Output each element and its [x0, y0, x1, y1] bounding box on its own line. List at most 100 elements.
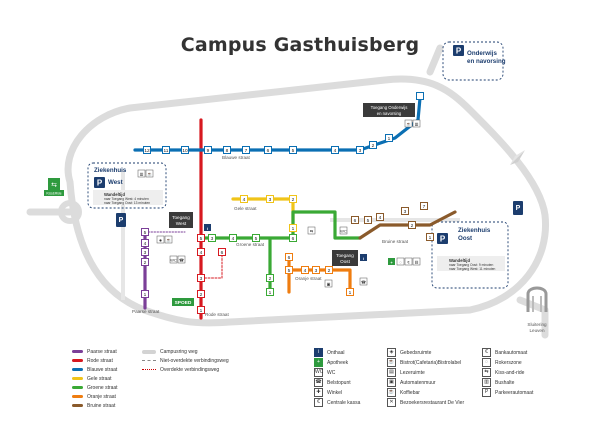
svg-text:▥: ▥ [140, 172, 144, 177]
legend-facility-icon: ✕ [387, 398, 396, 407]
station-bruin-3: 3 [401, 207, 409, 215]
svg-text:1: 1 [269, 290, 272, 296]
station-bruin-5: 5 [364, 216, 372, 224]
legend-facility-icon: P [482, 388, 491, 397]
legend-label: Bezoekersrestaurant De Vier [400, 399, 465, 406]
station-bruin-7: 7 [420, 202, 428, 210]
svg-text:6: 6 [267, 148, 270, 154]
legend-swatch [72, 377, 83, 381]
legend-facility: ◈Gebedsruimte [387, 348, 431, 357]
legend-facility-icon: ▤ [387, 368, 396, 377]
legend-facility-icon: ✚ [314, 388, 323, 397]
station-oranje-4: 4 [301, 266, 309, 274]
svg-text:☎: ☎ [179, 258, 184, 263]
street-label-bruin: Bruine straat [382, 239, 409, 244]
legend-swatch [72, 395, 83, 399]
station-geel-1: 1 [289, 224, 297, 232]
onderwijs-label: Onderwijs [467, 50, 497, 57]
svg-text:6: 6 [221, 250, 224, 256]
legend-path-swatch [142, 349, 156, 354]
station-blauw-5: 5 [289, 146, 297, 154]
legend-swatch [72, 386, 83, 390]
svg-text:4: 4 [144, 241, 147, 247]
legend-line-groen: Groene straat [72, 384, 118, 392]
station-geel-3: 3 [266, 195, 274, 203]
line-rood-branch [200, 251, 223, 279]
svg-text:+: + [390, 260, 393, 265]
station-paars-1: 1 [141, 290, 149, 298]
legend-label: WC [327, 369, 336, 376]
legend-path-swatch [142, 369, 156, 371]
svg-text:2: 2 [372, 143, 375, 149]
svg-text:5: 5 [288, 268, 291, 274]
legend-facility-icon: € [482, 348, 491, 357]
station-blauw-8: 8 [223, 146, 231, 154]
exit-label-2: Leuven [529, 328, 545, 333]
zone-onderwijs [442, 41, 504, 81]
legend-label: Paarse straat [87, 349, 117, 355]
legend-facility-icon: + [314, 358, 323, 367]
legend-label: Centrale kassa [327, 399, 361, 406]
svg-text:Toegang Onderwijs: Toegang Onderwijs [371, 105, 408, 110]
legend-label: Bankautomaat [495, 349, 528, 356]
street-label-paars: Paarse straat [132, 309, 160, 314]
legend-facility: €Centrale kassa [314, 398, 361, 407]
legend-label: Rokerszone [495, 359, 522, 366]
legend-facility-icon: ☕ [387, 358, 396, 367]
station-oranje-3: 3 [312, 266, 320, 274]
svg-text:WC: WC [340, 229, 347, 234]
street-label-oranje: Oranje straat [295, 276, 322, 281]
station-bruin-1: 1 [426, 233, 434, 241]
svg-text:P: P [456, 47, 462, 56]
station-blauw-1: 1 [385, 134, 393, 142]
svg-text:P: P [119, 217, 124, 224]
svg-text:3: 3 [211, 236, 214, 242]
svg-text:naar Toegang Oost: 13 minuten: naar Toegang Oost: 13 minuten [104, 201, 150, 205]
svg-text:4: 4 [334, 148, 337, 154]
legend-label: Campusring weg [160, 349, 198, 355]
parking-sign-oost: P [437, 233, 448, 244]
svg-text:3: 3 [200, 276, 203, 282]
legend-facility-icon: ☎ [314, 378, 323, 387]
svg-text:naar Toegang West: 4 minuten: naar Toegang West: 4 minuten [104, 197, 149, 201]
station-bruin-2: 2 [408, 221, 416, 229]
legend-facility-icon: ▥ [482, 378, 491, 387]
station-blauw-7: 7 [242, 146, 250, 154]
svg-text:1: 1 [144, 292, 147, 298]
kiss-ride-sign: ⇆ Kiss&Ride [44, 178, 64, 196]
legend-swatch [72, 404, 83, 408]
station-blauw-10: 10 [181, 146, 189, 154]
legend-line-paars: Paarse straat [72, 348, 117, 356]
svg-text:⇆: ⇆ [310, 229, 314, 234]
legend-facility-icon: i [314, 348, 323, 357]
legend-swatch [72, 359, 83, 363]
station-paars-5: 5 [141, 228, 149, 236]
station-blauw-12: 12 [143, 146, 151, 154]
street-label-rood: Rode straat [205, 312, 229, 317]
legend-facility-icon: WC [314, 368, 324, 377]
station-blauw-2: 2 [369, 141, 377, 149]
legend-facility-icon: ◈ [387, 348, 396, 357]
svg-text:3: 3 [315, 268, 318, 274]
legend-path-0: Campusring weg [142, 348, 198, 356]
station-groen-6: 6 [289, 234, 297, 242]
svg-text:3: 3 [269, 197, 272, 203]
legend-label: Overdekte verbindingsweg [160, 367, 220, 373]
roundabout-west [58, 200, 82, 224]
legend-label: Automatenmuur [400, 379, 436, 386]
exit-label: Sluitering [527, 322, 547, 327]
svg-text:€: € [407, 260, 410, 265]
legend-facility-icon: ▣ [387, 378, 396, 387]
map-title: Campus Gasthuisberg [180, 34, 420, 56]
svg-text:☕: ☕ [166, 238, 171, 243]
legend-label: Winkel [327, 389, 343, 396]
legend-path-swatch [142, 360, 156, 362]
svg-text:5: 5 [367, 218, 370, 224]
station-geel-2: 2 [289, 195, 297, 203]
legend-label: Bushalte [495, 379, 515, 386]
legend-label: Bruine straat [87, 403, 116, 409]
svg-text:2: 2 [292, 197, 295, 203]
svg-text:⇆: ⇆ [51, 182, 57, 189]
